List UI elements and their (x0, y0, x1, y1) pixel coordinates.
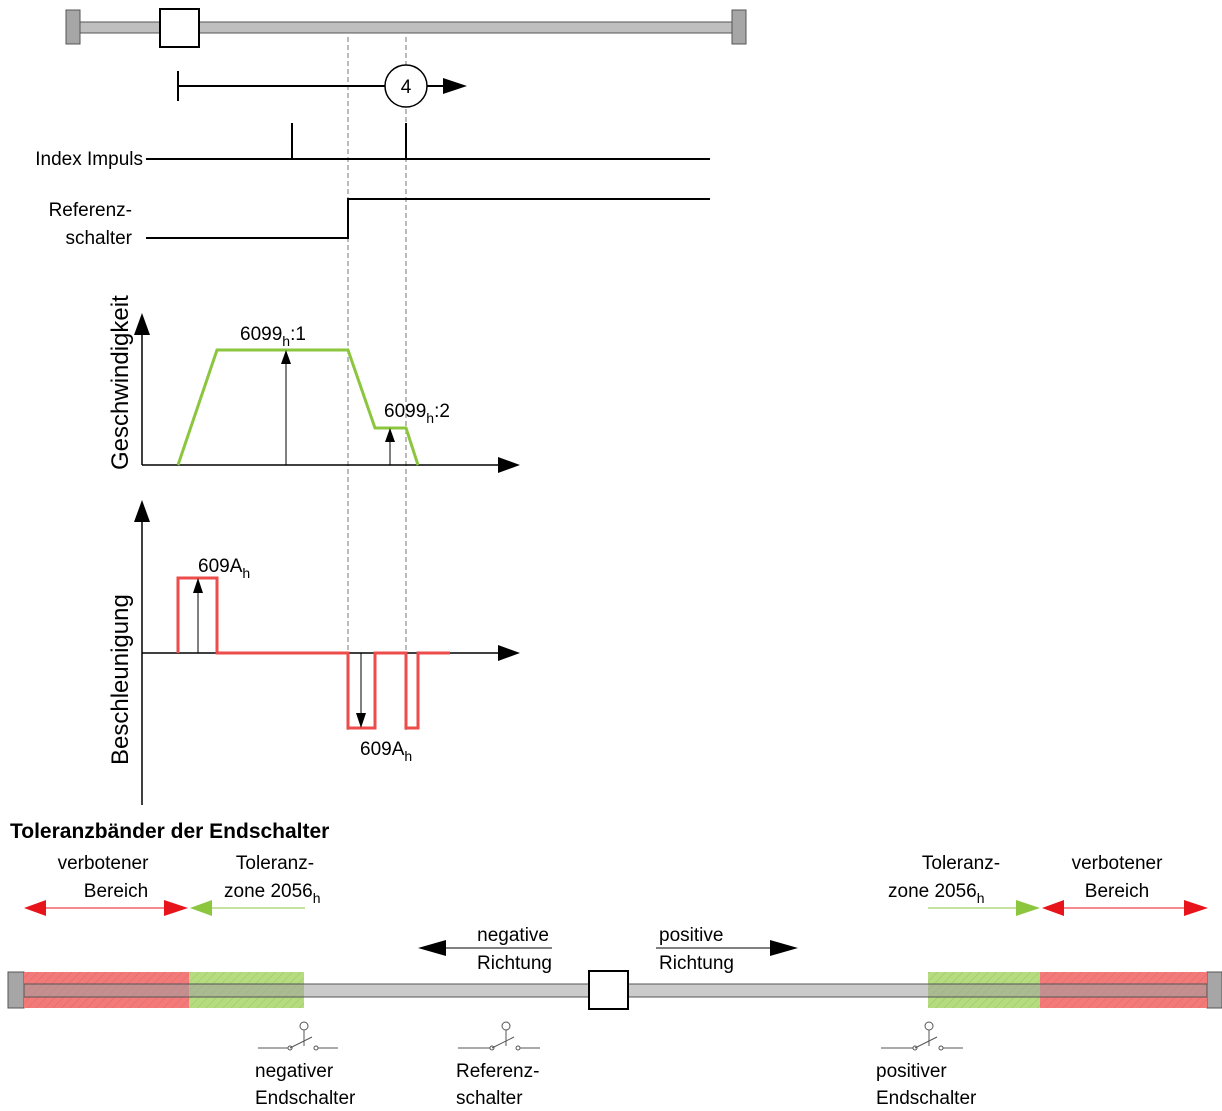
pos-switch-symbol (881, 1021, 963, 1051)
section-title: Toleranzbänder der Endschalter (10, 820, 329, 843)
move-arrow-head (443, 78, 467, 94)
accel-neg-arrow (356, 713, 366, 728)
left-forbidden-label-2: Bereich (84, 881, 148, 902)
right-forbidden-label-2: Bereich (1085, 881, 1149, 902)
left-tolerance-label-1: Toleranz- (236, 853, 314, 874)
pos-switch-label-2: Endschalter (876, 1088, 977, 1109)
accel-pos-label: 609Ah (198, 556, 250, 581)
left-forbidden-range (24, 900, 188, 916)
ref-switch-label-1: Referenz- (49, 200, 132, 221)
accel-neg-label: 609Ah (360, 739, 412, 764)
right-tolerance-range (928, 900, 1040, 916)
pos-direction-label-2: Richtung (659, 953, 734, 974)
bottom-right-endstop (1206, 971, 1222, 1009)
neg-switch-symbol (258, 1021, 338, 1051)
accel-pos-arrow (193, 578, 203, 593)
homing-move: 4 (177, 64, 467, 108)
pos-direction-label-1: positive (659, 925, 723, 946)
ref-switch-bottom-label-2: schalter (456, 1088, 523, 1109)
neg-direction-label-2: Richtung (477, 953, 552, 974)
left-tolerance-label-2: zone 2056h (224, 881, 321, 906)
rail-left-endstop (65, 9, 81, 45)
velocity-fast-label: 6099h:1 (240, 324, 306, 349)
neg-switch-label-1: negativer (255, 1061, 334, 1082)
velocity-y-arrow (134, 313, 150, 335)
index-pulse-label: Index Impuls (35, 149, 143, 170)
accel-trace (176, 576, 450, 730)
velocity-x-arrow (498, 457, 520, 473)
right-forbidden-label-1: verbotener (1072, 853, 1164, 874)
accel-y-arrow (134, 500, 150, 522)
right-forbidden-range (1042, 900, 1208, 916)
velocity-slow-arrow (385, 428, 395, 442)
velocity-plot: Geschwindigkeit 6099h:1 6099h:2 (107, 295, 520, 473)
velocity-slow-label: 6099h:2 (384, 401, 450, 426)
accel-ylabel: Beschleunigung (107, 594, 134, 765)
left-forbidden-label-1: verbotener (58, 853, 150, 874)
velocity-ylabel: Geschwindigkeit (107, 295, 134, 470)
ref-switch-signal: Referenz- schalter (49, 198, 710, 249)
ref-switch-bottom-label-1: Referenz- (456, 1061, 539, 1082)
acceleration-plot: Beschleunigung 609Ah 609Ah (107, 500, 520, 805)
neg-direction-arrow (418, 940, 446, 956)
rail-right-endstop (731, 9, 747, 45)
step-marker-circle (384, 64, 428, 108)
bottom-left-endstop (7, 971, 25, 1009)
left-tolerance-range (190, 900, 305, 916)
velocity-fast-arrow (281, 350, 291, 364)
bottom-rail (7, 970, 1222, 1010)
step-marker-label: 4 (401, 77, 412, 98)
carriage-block (159, 8, 200, 48)
neg-direction-label-1: negative (477, 925, 549, 946)
ref-switch-trace (146, 198, 710, 239)
ref-switch-symbol (458, 1021, 540, 1051)
ref-switch-label-2: schalter (65, 228, 132, 249)
neg-switch-label-2: Endschalter (255, 1088, 356, 1109)
pos-switch-label-1: positiver (876, 1061, 947, 1082)
velocity-trace (176, 348, 420, 466)
index-pulse-signal: Index Impuls (35, 123, 710, 170)
pos-direction-arrow (770, 940, 798, 956)
accel-x-arrow (498, 645, 520, 661)
right-tolerance-label-1: Toleranz- (922, 853, 1000, 874)
bottom-carriage-block (588, 970, 629, 1010)
top-rail (65, 8, 747, 48)
right-tolerance-label-2: zone 2056h (888, 881, 985, 906)
